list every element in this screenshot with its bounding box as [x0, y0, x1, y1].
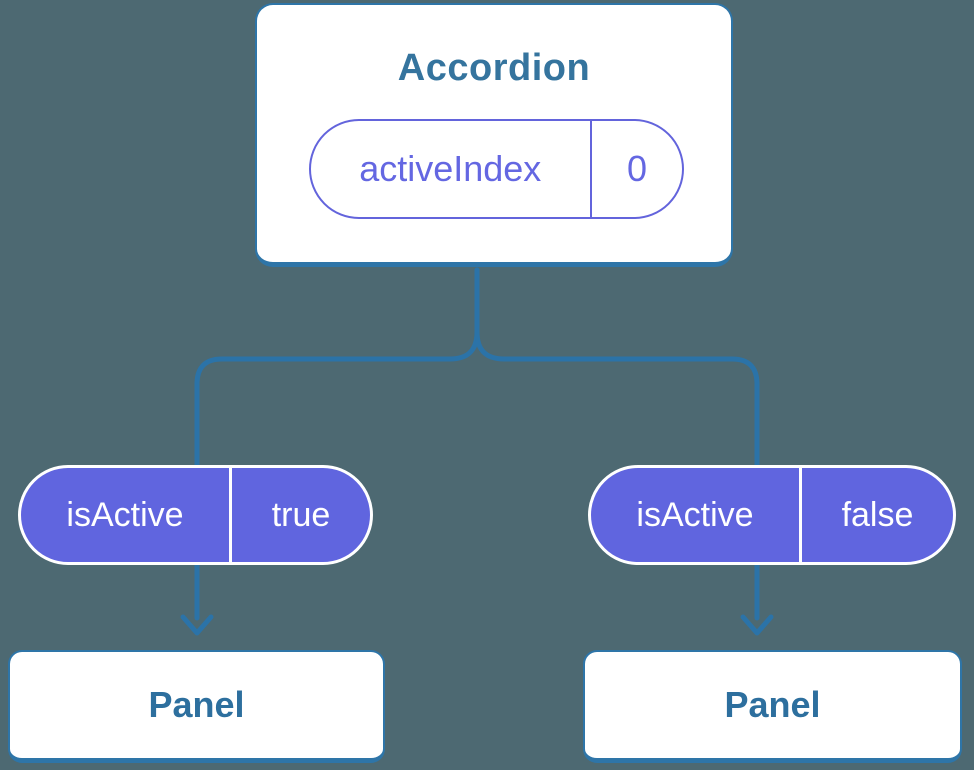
state-pill-value: 0	[626, 148, 648, 189]
pill-divider	[589, 121, 592, 217]
state-pill-active-index: activeIndex 0	[309, 119, 684, 219]
connector-left-branch	[194, 267, 480, 621]
connector-right-branch	[474, 267, 760, 621]
prop-pill-label: isActive	[636, 495, 754, 534]
panel-node-card-left: Panel	[8, 650, 385, 763]
pill-divider	[799, 468, 802, 562]
panel-node-card-right: Panel	[583, 650, 962, 763]
prop-pill-value: false	[841, 495, 914, 534]
state-pill-label: activeIndex	[359, 148, 542, 189]
accordion-node-card: Accordion activeIndex 0	[255, 3, 733, 267]
pill-divider	[229, 468, 232, 562]
accordion-node-title: Accordion	[397, 47, 591, 89]
prop-pill-is-active-false: isActive false	[588, 465, 956, 565]
prop-pill-value: true	[271, 495, 331, 534]
arrow-down-left-icon	[180, 614, 214, 636]
arrow-down-right-icon	[740, 614, 774, 636]
prop-pill-is-active-true: isActive true	[18, 465, 373, 565]
prop-pill-label: isActive	[66, 495, 184, 534]
